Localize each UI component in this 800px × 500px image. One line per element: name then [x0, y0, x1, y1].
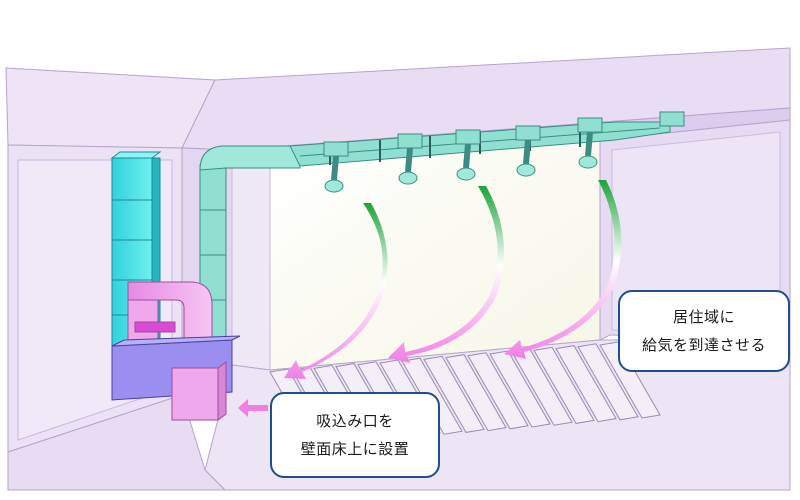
callout-intake-line2: 壁面床上に設置: [300, 440, 410, 458]
callout-supply-line1: 居住域に: [672, 308, 735, 326]
supply-diffuser-icon: [455, 129, 481, 181]
airflow-arrow-icon: [388, 186, 504, 363]
supply-diffuser-icon: [577, 117, 603, 169]
supply-diffuser-icon: [659, 111, 685, 127]
airflow-arrow-icon: [504, 180, 622, 359]
supply-diffuser-icon: [397, 133, 423, 185]
airflow-arrow-icon: [238, 399, 268, 417]
callout-supply-air: 居住域に 給気を到達させる: [618, 290, 790, 372]
vertical-ducts: [110, 145, 301, 421]
callout-supply-line2: 給気を到達させる: [641, 336, 766, 354]
airflow-arrows: [238, 180, 622, 417]
supply-diffuser-icon: [515, 125, 541, 177]
supply-diffuser-icon: [323, 141, 349, 193]
airflow-arrow-icon: [284, 203, 388, 379]
callout-intake-line1: 吸込み口を: [316, 412, 394, 430]
supply-diffusers: [323, 111, 685, 193]
callout-intake: 吸込み口を 壁面床上に設置: [270, 392, 440, 478]
